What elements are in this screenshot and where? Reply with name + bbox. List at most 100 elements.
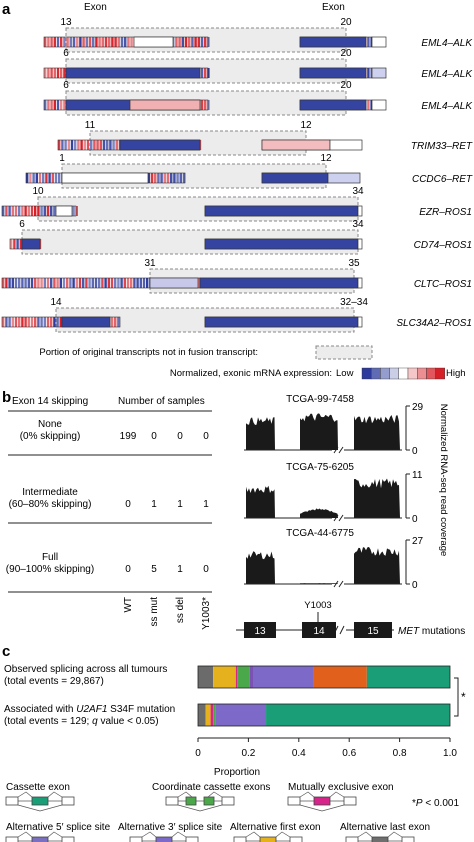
exon-segment (200, 100, 204, 110)
constitutive-exon (287, 796, 301, 806)
event-type-name: Cassette exon (6, 782, 70, 793)
y1003-label: Y1003 (304, 600, 331, 611)
exon-block (299, 99, 367, 111)
exon-number-right: 12 (320, 153, 332, 164)
exon-number-right: 20 (340, 48, 352, 59)
skip-arc (299, 804, 345, 812)
exon-segment (34, 317, 37, 327)
exon-segment (204, 100, 207, 110)
exon-segment (70, 140, 74, 150)
exon-block (65, 67, 201, 79)
exon-block (204, 316, 359, 328)
exon-segment (53, 68, 56, 78)
y-max-label: 11 (412, 470, 423, 481)
bar-segment (235, 666, 238, 688)
legend-high-label: High (446, 368, 466, 379)
met-exon (354, 622, 392, 638)
exon-segment (367, 68, 370, 78)
skipping-range: (90–100% skipping) (6, 564, 94, 575)
alternative-exon (31, 836, 49, 842)
exon-segment (184, 37, 188, 47)
exon-segment (123, 278, 126, 288)
exon-number-right: 20 (340, 80, 352, 91)
exon-segment (46, 278, 50, 288)
exon-segment (53, 206, 56, 216)
exon-segment (166, 173, 170, 183)
exon-segment (66, 37, 69, 47)
exon-block (61, 172, 149, 184)
exon-segment (50, 100, 53, 110)
exon-segment (14, 317, 18, 327)
skipping-level: None (38, 419, 62, 430)
exon-number-left: 10 (32, 186, 44, 197)
exon-number-left: 14 (50, 297, 62, 308)
axis-break (333, 514, 344, 522)
y-min-label: 0 (412, 580, 418, 591)
sample-count: 5 (151, 564, 157, 575)
x-tick-label: 0.4 (292, 748, 306, 759)
exon-segment (188, 37, 191, 47)
exon-segment (11, 317, 14, 327)
exon-segment (18, 206, 21, 216)
constitutive-exon (5, 836, 19, 842)
exon-segment (101, 37, 104, 47)
exon-segment (45, 173, 48, 183)
exon-segment (8, 317, 11, 327)
exon-segment (176, 173, 179, 183)
exon-segment (112, 140, 115, 150)
sample-count: 0 (151, 431, 157, 442)
alternative-exon (259, 836, 277, 842)
bar2-label-line1: Associated with U2AF1 S34F mutation (4, 704, 175, 715)
exon-segment (370, 68, 373, 78)
exon-segment (163, 173, 166, 183)
exon-block (204, 205, 359, 217)
exon-segment (114, 37, 117, 47)
y-axis-label: Normalized RNA-seq read coverage (438, 404, 449, 557)
bar-segment (198, 704, 206, 726)
x-tick-label: 0 (195, 748, 201, 759)
significance-bracket (454, 677, 459, 717)
exon-segment (110, 317, 114, 327)
exon-segment (98, 278, 101, 288)
skipping-range: (0% skipping) (20, 431, 81, 442)
exon-tail-block (371, 99, 387, 111)
exon-segment (115, 140, 118, 150)
exon-segment (44, 37, 47, 47)
exon-segment (74, 140, 77, 150)
bar-segment (205, 704, 211, 726)
exon-segment (53, 278, 56, 288)
exon-tail-block (329, 139, 363, 151)
exon-segment (64, 140, 67, 150)
exon-segment (16, 239, 19, 249)
event-type-name: Coordinate cassette exons (152, 782, 270, 793)
exon-segment (117, 37, 120, 47)
exon-segment (24, 317, 27, 327)
exon-segment (60, 37, 63, 47)
exon-segment (207, 37, 210, 47)
exon-segment (142, 278, 146, 288)
exon-segment (204, 68, 207, 78)
exon-block (129, 99, 201, 111)
exon-segment (56, 317, 59, 327)
scale-swatch (371, 367, 381, 380)
fusion-name: EML4–ALK (421, 69, 473, 80)
exon-segment (37, 206, 40, 216)
exon-segment (120, 37, 124, 47)
exon-segment (11, 278, 14, 288)
sample-count: 0 (125, 499, 131, 510)
y-max-label: 29 (412, 402, 424, 413)
exon-strip-outline (1, 316, 121, 328)
exon-segment (85, 37, 88, 47)
exon-block (133, 36, 174, 48)
panel-b-label: b (2, 389, 11, 406)
exon-segment (13, 239, 16, 249)
met-exon-number: 14 (313, 626, 325, 637)
exon-segment (30, 206, 34, 216)
exon-segment (56, 278, 59, 288)
exon-segment (37, 317, 40, 327)
exon-segment (59, 317, 62, 327)
exon-segment (66, 278, 69, 288)
